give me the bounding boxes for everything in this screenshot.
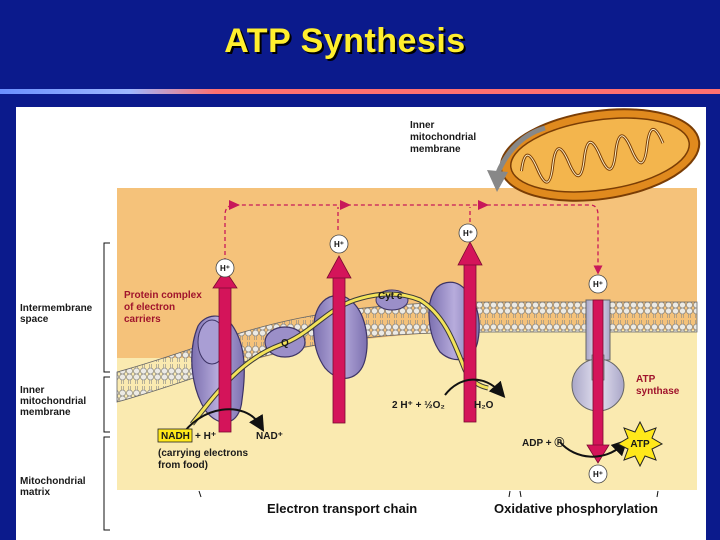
- inner-membrane-left-label: Inner mitochondrial membrane: [20, 385, 89, 418]
- proton-arrow-3: [457, 241, 483, 423]
- mitochondrial-matrix-label: Mitochondrial matrix: [20, 476, 88, 498]
- svg-text:H⁺: H⁺: [334, 240, 344, 249]
- svg-text:H⁺: H⁺: [593, 280, 603, 289]
- h-ion-3: H⁺: [458, 223, 478, 243]
- pointer-arrow-head: [487, 170, 508, 192]
- title-divider: [0, 89, 720, 94]
- svg-text:ATP: ATP: [630, 439, 650, 450]
- proton-arrow-1: [212, 269, 238, 433]
- atp-synthase-label: ATP synthase: [636, 374, 680, 397]
- inner-membrane-top-label: Inner mitochondrial membrane: [410, 120, 479, 155]
- nadh-reaction-arrow: [179, 408, 265, 439]
- left-bracket: [103, 242, 110, 531]
- water-label: H₂O: [474, 400, 494, 411]
- atp-starburst: ATP: [616, 420, 664, 468]
- h-ion-4: H⁺: [588, 274, 608, 294]
- cyt-c-label: Cyt c: [378, 291, 403, 302]
- oxidative-phosphorylation-label: Oxidative phosphorylation: [494, 501, 658, 516]
- proton-arrow-2: [326, 255, 352, 424]
- electron-transport-chain-label: Electron transport chain: [267, 501, 417, 516]
- h-ion-5: H⁺: [588, 464, 608, 484]
- section-ticks: [198, 490, 659, 498]
- protein-complex-label: Protein complex of electron carriers: [124, 290, 205, 325]
- pointer-arrow: [494, 125, 546, 176]
- carrying-electrons-label: (carrying electrons from food): [158, 448, 251, 471]
- mitochondrion-icon: [499, 108, 701, 202]
- water-reaction-label: 2 H⁺ + ½O₂: [392, 400, 445, 411]
- matrix-upper: [117, 330, 697, 420]
- proton-arrow-down: [586, 299, 610, 464]
- slide-title: ATP Synthesis: [224, 22, 466, 60]
- h-ion-1: H⁺: [215, 258, 235, 278]
- adp-label: ADP + Ⓟ: [522, 436, 564, 449]
- svg-text:H⁺: H⁺: [463, 229, 473, 238]
- nad-label: NAD⁺: [256, 431, 283, 442]
- svg-text:H⁺: H⁺: [593, 470, 603, 479]
- h-ion-2: H⁺: [329, 234, 349, 254]
- plus-h-label: + H⁺: [195, 431, 216, 442]
- nadh-label: NADH: [161, 431, 190, 442]
- svg-text:H⁺: H⁺: [220, 264, 230, 273]
- dash-arrow-1: [229, 200, 240, 210]
- nadh-box: [157, 428, 193, 443]
- intermembrane-space-label: Intermembrane space: [20, 303, 95, 325]
- atp-reaction-arrow: [559, 439, 628, 458]
- proton-return-paths: [224, 204, 603, 275]
- dash-arrow-2: [340, 200, 351, 210]
- q-label: Q: [281, 338, 289, 349]
- dash-arrow-3: [478, 200, 489, 210]
- water-reaction-arrow: [444, 378, 506, 398]
